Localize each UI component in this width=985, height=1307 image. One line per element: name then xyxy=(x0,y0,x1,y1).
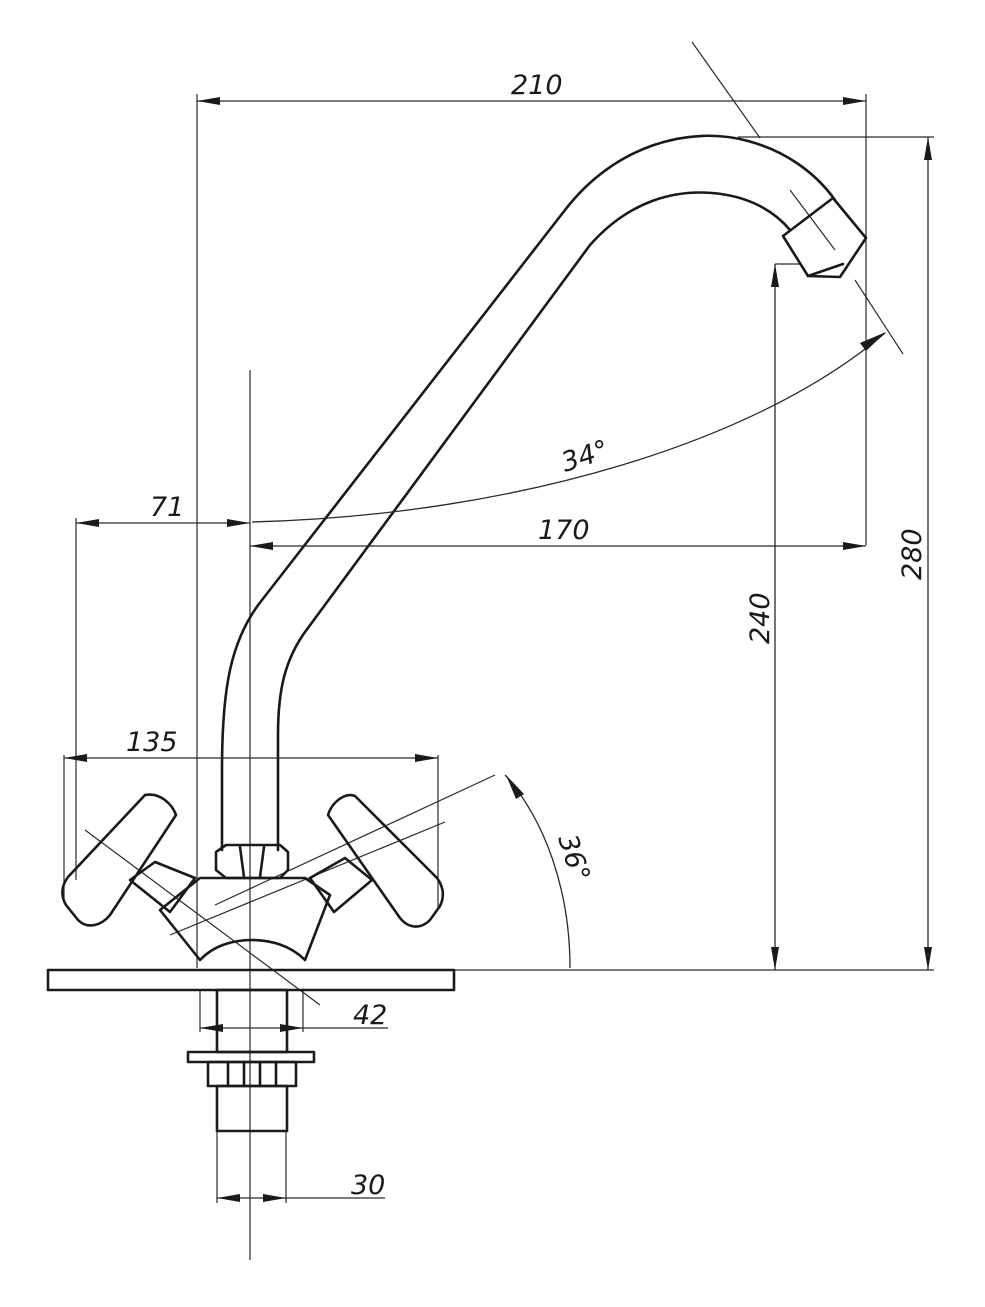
lock-nut xyxy=(206,1060,298,1088)
faucet-body xyxy=(46,134,868,1133)
extension-lines xyxy=(63,94,934,1203)
left-handle xyxy=(61,793,178,927)
washer xyxy=(186,1050,316,1064)
valve-body xyxy=(158,876,332,962)
dim-outlet-height: 240 xyxy=(745,592,776,644)
dim-spout-projection: 170 xyxy=(538,515,590,546)
right-handle xyxy=(326,793,445,928)
dim-overall-reach: 210 xyxy=(511,70,563,101)
dim-shank-diameter: 30 xyxy=(351,1170,385,1201)
base-flange xyxy=(46,968,456,992)
dim-spout-swivel-angle: 34° xyxy=(558,434,613,478)
aerator xyxy=(781,196,868,279)
dim-handle-span: 135 xyxy=(126,727,178,758)
hex-nut xyxy=(214,843,290,880)
dim-offset-left: 71 xyxy=(150,492,184,523)
shank-lower xyxy=(215,1084,289,1133)
dim-total-height: 280 xyxy=(897,528,928,580)
spout xyxy=(220,134,837,852)
dimension-values: 210 170 71 135 42 30 240 280 34° 36° xyxy=(126,70,928,1201)
shank-upper xyxy=(215,988,289,1054)
spout-inner xyxy=(276,191,792,852)
dimension-lines xyxy=(64,97,932,1202)
dim-base-diameter: 42 xyxy=(353,1000,387,1031)
